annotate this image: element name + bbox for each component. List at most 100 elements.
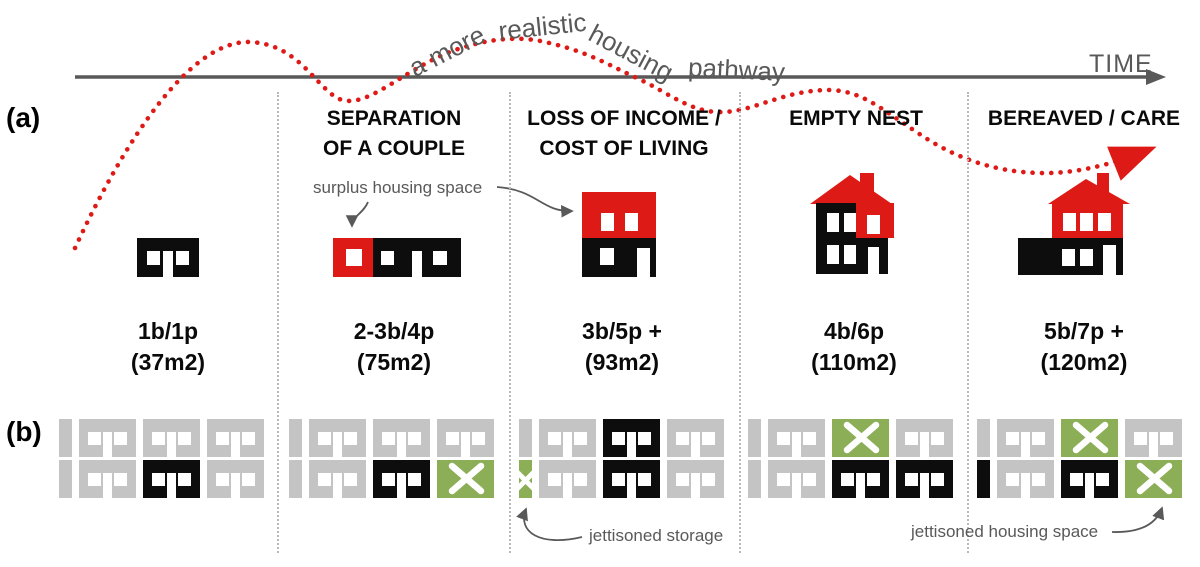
size-label-stage1: 1b/1p (37m2)	[52, 316, 284, 378]
size-line: 4b/6p	[823, 318, 885, 344]
stage-divider-4	[967, 92, 969, 553]
stage-divider-1	[277, 92, 279, 553]
street-panel-stage2	[289, 419, 494, 498]
house-gray-icon	[437, 419, 494, 457]
size-line: (37m2)	[130, 349, 206, 375]
jettisoned-housing-arrow	[1111, 506, 1165, 533]
jettisoned-housing-space-label: jettisoned housing space	[911, 522, 1099, 541]
house-gray-icon	[768, 419, 825, 457]
stage-title-empty-nest: EMPTY NEST	[740, 104, 972, 134]
house-gray-icon	[309, 419, 366, 457]
street-row	[748, 419, 953, 457]
house-3b5p-icon	[582, 192, 656, 277]
street-panel-stage4	[748, 419, 953, 498]
pathway-dotted-curve	[72, 36, 1157, 251]
section-a-label: (a)	[6, 102, 41, 133]
section-b-label: (b)	[6, 416, 42, 447]
street-panel-stage3	[513, 419, 724, 498]
house-green-x-icon	[832, 419, 889, 457]
surplus-housing-space-label: surplus housing space	[313, 178, 483, 197]
street-row	[519, 419, 724, 457]
size-line: 2-3b/4p	[353, 318, 435, 344]
house-gray-icon	[997, 419, 1054, 457]
stage-title-line: BEREAVED / CARE	[987, 107, 1181, 130]
house-gray-icon	[768, 460, 825, 498]
house-black-icon	[832, 460, 889, 498]
house-5b7p-icon	[1018, 173, 1130, 275]
street-panel-stage5	[977, 419, 1182, 498]
bar-black-icon	[977, 460, 990, 498]
house-4b6p-icon	[810, 173, 894, 274]
house-1b1p-icon	[137, 238, 199, 277]
street-row	[513, 460, 724, 498]
house-green-x-icon	[437, 460, 494, 498]
surplus-arrow-right	[496, 186, 574, 218]
house-2-3b4p-icon	[333, 238, 461, 277]
bar-gray-icon	[748, 419, 761, 457]
curve-word-pathway: pathway	[687, 52, 786, 88]
house-gray-icon	[667, 460, 724, 498]
street-row	[289, 419, 494, 457]
street-row	[977, 460, 1182, 498]
time-axis	[75, 69, 1166, 85]
jettisoned-storage-arrow	[516, 507, 583, 542]
street-row	[977, 419, 1182, 457]
size-line: (93m2)	[584, 349, 660, 375]
house-green-x-icon	[1061, 419, 1118, 457]
stage-title-line: LOSS OF INCOME /	[527, 107, 721, 130]
stage-title-bereaved-care: BEREAVED / CARE	[968, 104, 1200, 134]
house-gray-icon	[539, 460, 596, 498]
size-label-stage4: 4b/6p (110m2)	[738, 316, 970, 378]
house-black-icon	[603, 419, 660, 457]
size-line: 5b/7p +	[1044, 318, 1124, 344]
house-black-icon	[1061, 460, 1118, 498]
size-label-stage5: 5b/7p + (120m2)	[968, 316, 1200, 378]
house-gray-icon	[309, 460, 366, 498]
stage-title-line: OF A COUPLE	[323, 137, 465, 160]
street-row	[289, 460, 494, 498]
stage-title-line: SEPARATION	[326, 107, 462, 130]
bar-gray-icon	[59, 460, 72, 498]
size-line: (110m2)	[811, 349, 897, 375]
time-axis-arrowhead	[1146, 69, 1166, 85]
house-gray-icon	[1125, 419, 1182, 457]
house-black-icon	[143, 460, 200, 498]
house-gray-icon	[896, 419, 953, 457]
house-gray-icon	[539, 419, 596, 457]
size-line: 3b/5p +	[582, 318, 662, 344]
stage-title-line: COST OF LIVING	[539, 137, 709, 160]
house-gray-icon	[79, 460, 136, 498]
house-gray-icon	[667, 419, 724, 457]
house-gray-icon	[373, 419, 430, 457]
size-line: 1b/1p	[137, 318, 199, 344]
house-black-icon	[603, 460, 660, 498]
surplus-arrow-down	[345, 201, 369, 228]
size-label-stage2: 2-3b/4p (75m2)	[278, 316, 510, 378]
size-line: (120m2)	[1040, 349, 1128, 375]
house-gray-icon	[207, 460, 264, 498]
stage-divider-2	[509, 92, 511, 553]
stage-title-loss-of-income: LOSS OF INCOME / COST OF LIVING	[508, 104, 740, 164]
house-black-icon	[373, 460, 430, 498]
bar-gray-icon	[289, 419, 302, 457]
stage-title-separation: SEPARATION OF A COUPLE	[278, 104, 510, 164]
house-gray-icon	[79, 419, 136, 457]
stage-title-line: EMPTY NEST	[789, 107, 923, 130]
house-gray-icon	[143, 419, 200, 457]
bar-gray-icon	[977, 419, 990, 457]
street-panel-stage1	[59, 419, 264, 498]
house-gray-icon	[997, 460, 1054, 498]
house-gray-icon	[207, 419, 264, 457]
bar-gray-icon	[289, 460, 302, 498]
street-row	[748, 460, 953, 498]
bar-gray-icon	[748, 460, 761, 498]
bar-green-x-icon	[513, 460, 538, 498]
size-line: (75m2)	[356, 349, 432, 375]
street-row	[59, 419, 264, 457]
street-row	[59, 460, 264, 498]
bar-gray-icon	[519, 419, 532, 457]
stage-divider-3	[739, 92, 741, 553]
house-green-x-icon	[1125, 460, 1182, 498]
